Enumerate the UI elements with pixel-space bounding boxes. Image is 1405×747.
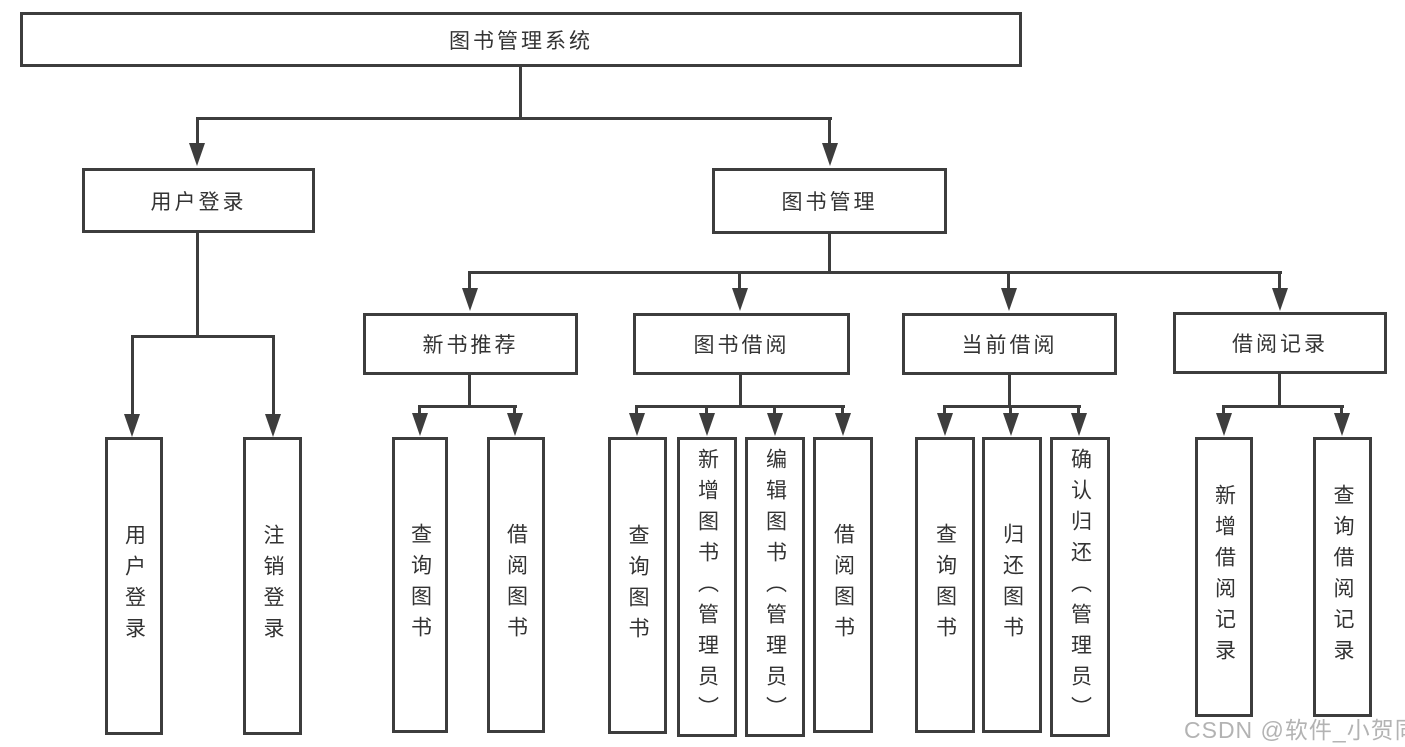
node-current-borrow: 当前借阅	[902, 313, 1117, 375]
connector-line	[1007, 271, 1010, 289]
leaf-label: 归还图书	[1000, 523, 1024, 647]
leaf-logout: 注销登录	[243, 437, 302, 735]
arrow-down-icon	[412, 413, 428, 436]
leaf-borrow-books: 借阅图书	[813, 437, 873, 733]
leaf-query-borrow-record: 查询借阅记录	[1313, 437, 1372, 717]
leaf-add-borrow-record: 新增借阅记录	[1195, 437, 1253, 717]
leaf-return-books: 归还图书	[982, 437, 1042, 733]
leaf-add-books-admin: 新增图书（管理员）	[677, 437, 737, 737]
arrow-down-icon	[699, 413, 715, 436]
connector-line	[773, 405, 776, 415]
connector-line	[1009, 405, 1012, 415]
leaf-label: 查询借阅记录	[1331, 484, 1354, 670]
node-library-management-system: 图书管理系统	[20, 12, 1022, 67]
connector-line	[828, 234, 831, 274]
csdn-watermark: CSDN @软件_小贺同学	[1184, 717, 1405, 743]
leaf-label: 确认归还（管理员）	[1068, 447, 1092, 727]
leaf-user-login: 用户登录	[105, 437, 163, 735]
connector-line	[1278, 374, 1281, 408]
node-new-book-recommend: 新书推荐	[363, 313, 578, 375]
leaf-label: 新增图书（管理员）	[695, 447, 719, 727]
connector-line	[828, 117, 831, 145]
connector-line	[841, 405, 844, 415]
connector-line	[739, 375, 742, 408]
leaf-confirm-return-admin: 确认归还（管理员）	[1050, 437, 1110, 737]
leaf-label: 新增借阅记录	[1212, 484, 1236, 670]
arrow-down-icon	[124, 414, 140, 437]
connector-line	[635, 405, 638, 415]
connector-line	[131, 335, 134, 415]
leaf-label: 借阅图书	[504, 523, 528, 647]
connector-line	[1340, 405, 1343, 415]
arrow-down-icon	[1334, 413, 1350, 436]
connector-line	[1077, 405, 1080, 415]
node-borrow-records: 借阅记录	[1173, 312, 1387, 374]
arrow-down-icon	[1216, 413, 1232, 436]
arrow-down-icon	[767, 413, 783, 436]
connector-line	[513, 405, 516, 415]
leaf-edit-books-admin: 编辑图书（管理员）	[745, 437, 805, 737]
connector-line	[635, 405, 845, 408]
connector-line	[468, 375, 471, 408]
connector-line	[468, 271, 471, 289]
connector-line	[943, 405, 946, 415]
leaf-query-books: 查询图书	[392, 437, 448, 733]
arrow-down-icon	[1001, 288, 1017, 311]
connector-line	[196, 117, 199, 145]
connector-line	[272, 335, 275, 415]
leaf-query-books: 查询图书	[915, 437, 975, 733]
connector-line	[943, 405, 1081, 408]
connector-line	[131, 335, 274, 338]
connector-line	[705, 405, 708, 415]
arrow-down-icon	[462, 288, 478, 311]
connector-line	[418, 405, 421, 415]
arrow-down-icon	[835, 413, 851, 436]
arrow-down-icon	[822, 143, 838, 166]
arrow-down-icon	[1071, 413, 1087, 436]
leaf-label: 查询图书	[626, 523, 649, 648]
connector-line	[1278, 271, 1281, 289]
arrow-down-icon	[507, 413, 523, 436]
leaf-label: 用户登录	[122, 524, 146, 648]
arrow-down-icon	[265, 414, 281, 437]
connector-line	[738, 271, 741, 289]
node-book-management: 图书管理	[712, 168, 947, 234]
connector-line	[1008, 375, 1011, 408]
arrow-down-icon	[629, 413, 645, 436]
connector-line	[418, 405, 517, 408]
leaf-borrow-books: 借阅图书	[487, 437, 545, 733]
connector-line	[196, 117, 832, 120]
connector-line	[519, 67, 522, 119]
arrow-down-icon	[1272, 288, 1288, 311]
leaf-label: 查询图书	[933, 523, 957, 647]
leaf-label: 编辑图书（管理员）	[763, 447, 787, 727]
leaf-query-books: 查询图书	[608, 437, 667, 734]
connector-line	[196, 233, 199, 338]
connector-line	[1222, 405, 1225, 415]
arrow-down-icon	[189, 143, 205, 166]
leaf-label: 查询图书	[408, 523, 432, 647]
arrow-down-icon	[1003, 413, 1019, 436]
node-user-login: 用户登录	[82, 168, 315, 233]
arrow-down-icon	[732, 288, 748, 311]
leaf-label: 注销登录	[261, 524, 284, 648]
node-book-borrow: 图书借阅	[633, 313, 850, 375]
connector-line	[1222, 405, 1344, 408]
leaf-label: 借阅图书	[831, 523, 855, 647]
connector-line	[468, 271, 1282, 274]
arrow-down-icon	[937, 413, 953, 436]
